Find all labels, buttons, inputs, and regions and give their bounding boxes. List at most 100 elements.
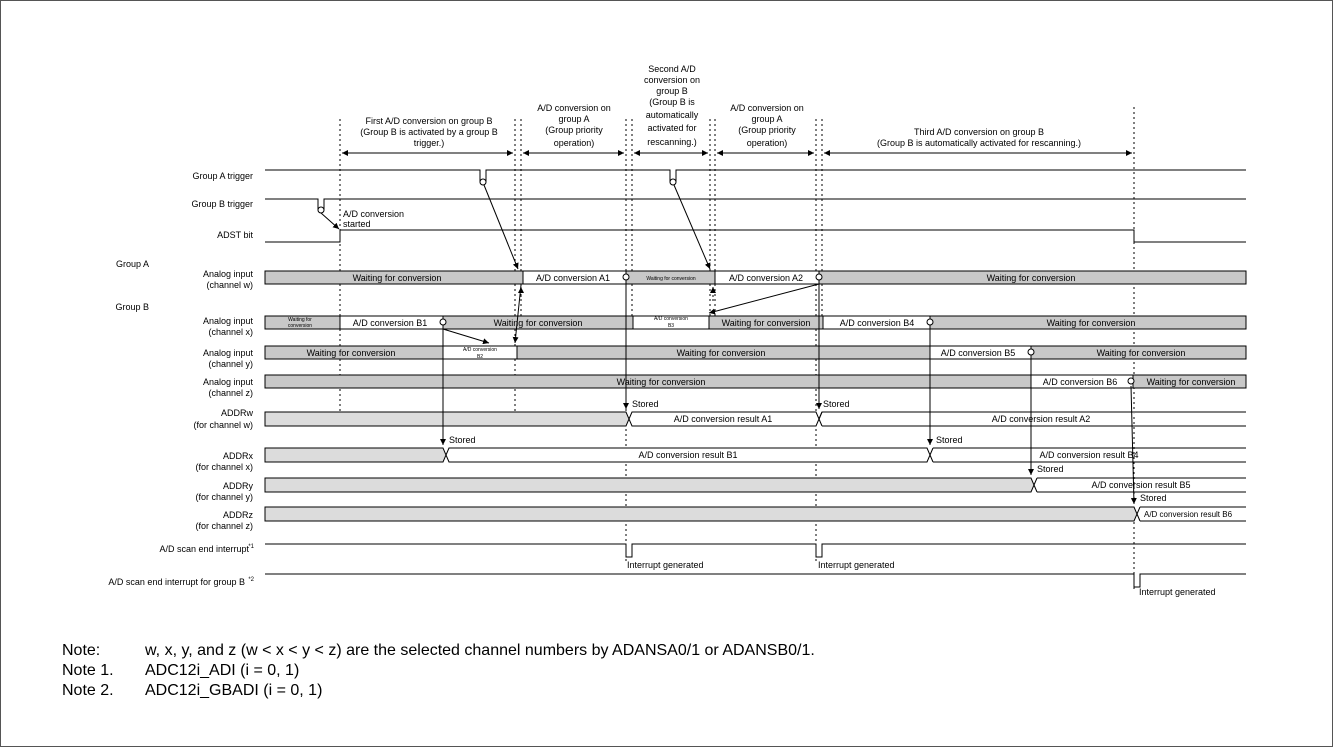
addrz-result-b6: A/D conversion result B6 xyxy=(1144,510,1233,519)
phase-first: First A/D conversion on group B(Group B … xyxy=(360,116,498,148)
w-waiting-3: Waiting for conversion xyxy=(987,273,1076,283)
interrupt-1: Interrupt generated xyxy=(627,560,704,570)
addrw-row xyxy=(264,411,1246,427)
label-channel-x: (channel x) xyxy=(208,327,253,337)
label-analog-y: Analog input xyxy=(203,348,254,358)
addrz-stored: Stored xyxy=(1140,493,1167,503)
label-for-channel-z: (for channel z) xyxy=(195,521,253,531)
z-waiting-1: Waiting for conversion xyxy=(617,377,706,387)
addrz-row xyxy=(264,506,1246,522)
signal-labels: Group A trigger Group B trigger ADST bit… xyxy=(108,171,254,587)
note-2-label: Note 2. xyxy=(62,682,114,699)
channel-x-row xyxy=(264,315,1247,330)
addry-texts: Stored A/D conversion result B5 xyxy=(1037,464,1191,490)
note-2-text: ADC12i_GBADI (i = 0, 1) xyxy=(145,682,323,699)
z-waiting-2: Waiting for conversion xyxy=(1147,377,1236,387)
channel-w-texts: Waiting for conversion A/D conversion A1… xyxy=(353,273,1076,283)
addrx-row xyxy=(264,447,1246,463)
x-conv-b1: A/D conversion B1 xyxy=(353,318,428,328)
y-waiting-1: Waiting for conversion xyxy=(307,348,396,358)
note-label: Note: xyxy=(62,642,101,659)
label-for-channel-x: (for channel x) xyxy=(195,462,253,472)
x-waiting-1: Waiting for conversion xyxy=(494,318,583,328)
group-a-trigger-wave xyxy=(265,169,1246,186)
addrx-result-b4: A/D conversion result B4 xyxy=(1039,450,1138,460)
scan-end-interrupt-texts: Interrupt generated Interrupt generated xyxy=(627,560,895,570)
scan-end-interrupt-b-wave xyxy=(265,573,1246,588)
y-conv-b5: A/D conversion B5 xyxy=(941,348,1016,358)
label-analog-w: Analog input xyxy=(203,269,254,279)
note-1-text: ADC12i_ADI (i = 0, 1) xyxy=(145,662,300,679)
channel-z-texts: Waiting for conversion A/D conversion B6… xyxy=(617,377,1236,387)
addrx-result-b1: A/D conversion result B1 xyxy=(638,450,737,460)
label-channel-z: (channel z) xyxy=(208,388,253,398)
addrx-stored-1: Stored xyxy=(449,435,476,445)
addrx-texts: Stored A/D conversion result B1 Stored A… xyxy=(449,435,1139,460)
label-group-b-trigger: Group B trigger xyxy=(191,199,253,209)
x-waiting-2: Waiting for conversion xyxy=(722,318,811,328)
w-conv-a1: A/D conversion A1 xyxy=(536,273,610,283)
addry-result-b5: A/D conversion result B5 xyxy=(1091,480,1190,490)
label-for-channel-w: (for channel w) xyxy=(193,420,253,430)
interrupt-3: Interrupt generated xyxy=(1139,587,1216,597)
y-waiting-3: Waiting for conversion xyxy=(1097,348,1186,358)
label-adst-bit: ADST bit xyxy=(217,230,253,240)
label-addrx: ADDRx xyxy=(223,451,254,461)
y-waiting-2: Waiting for conversion xyxy=(677,348,766,358)
channel-w-row xyxy=(264,270,1247,285)
addry-row xyxy=(264,477,1246,493)
label-channel-y: (channel y) xyxy=(208,359,253,369)
label-channel-w: (channel w) xyxy=(206,280,253,290)
z-conv-b6: A/D conversion B6 xyxy=(1043,377,1118,387)
w-conv-a2: A/D conversion A2 xyxy=(729,273,803,283)
addrx-stored-2: Stored xyxy=(936,435,963,445)
label-scan-end-interrupt-b: A/D scan end interrupt for group B xyxy=(108,577,245,587)
scan-end-interrupt-wave xyxy=(265,543,1246,558)
x-waiting-3: Waiting for conversion xyxy=(1047,318,1136,328)
label-analog-z: Analog input xyxy=(203,377,254,387)
label-addrw: ADDRw xyxy=(221,408,254,418)
x-conv-b4: A/D conversion B4 xyxy=(840,318,915,328)
note-1-label: Note 1. xyxy=(62,662,114,679)
notes-section: Note: w, x, y, and z (w < x < y < z) are … xyxy=(62,641,815,701)
phase-captions: First A/D conversion on group B(Group B … xyxy=(360,64,1081,148)
addrw-stored-1: Stored xyxy=(632,399,659,409)
interrupt-2: Interrupt generated xyxy=(818,560,895,570)
group-b-trigger-wave xyxy=(265,198,1246,214)
start-arrow xyxy=(320,212,340,230)
label-addrz: ADDRz xyxy=(223,510,254,520)
addrw-result-a1: A/D conversion result A1 xyxy=(674,414,773,424)
addrw-result-a2: A/D conversion result A2 xyxy=(992,414,1091,424)
label-addry: ADDRy xyxy=(223,481,254,491)
addrw-stored-2: Stored xyxy=(823,399,850,409)
phase-third: Third A/D conversion on group B(Group B … xyxy=(877,127,1081,148)
note-1: Note 1. ADC12i_ADI (i = 0, 1) xyxy=(62,661,815,681)
addrw-texts: Stored A/D conversion result A1 Stored A… xyxy=(632,399,1090,424)
label-group-b: Group B xyxy=(115,302,149,312)
label-analog-x: Analog input xyxy=(203,316,254,326)
label-group-a-trigger: Group A trigger xyxy=(192,171,253,181)
note-text: w, x, y, and z (w < x < y < z) are the s… xyxy=(145,642,815,659)
timing-diagram: First A/D conversion on group B(Group B … xyxy=(108,64,1247,597)
w-waiting-2: Waiting for conversion xyxy=(646,276,695,282)
addrz-texts: Stored A/D conversion result B6 xyxy=(1140,493,1233,519)
label-scan-end-note-mark: *1 xyxy=(248,544,254,550)
label-group-a: Group A xyxy=(116,259,149,269)
w-waiting-1: Waiting for conversion xyxy=(353,273,442,283)
label-scan-end-interrupt: A/D scan end interrupt xyxy=(159,544,249,554)
note-main: Note: w, x, y, and z (w < x < y < z) are … xyxy=(62,641,815,661)
addry-stored: Stored xyxy=(1037,464,1064,474)
adst-bit-wave xyxy=(265,229,1246,243)
note-2: Note 2. ADC12i_GBADI (i = 0, 1) xyxy=(62,681,815,701)
label-scan-end-b-note-mark: *2 xyxy=(248,577,254,583)
